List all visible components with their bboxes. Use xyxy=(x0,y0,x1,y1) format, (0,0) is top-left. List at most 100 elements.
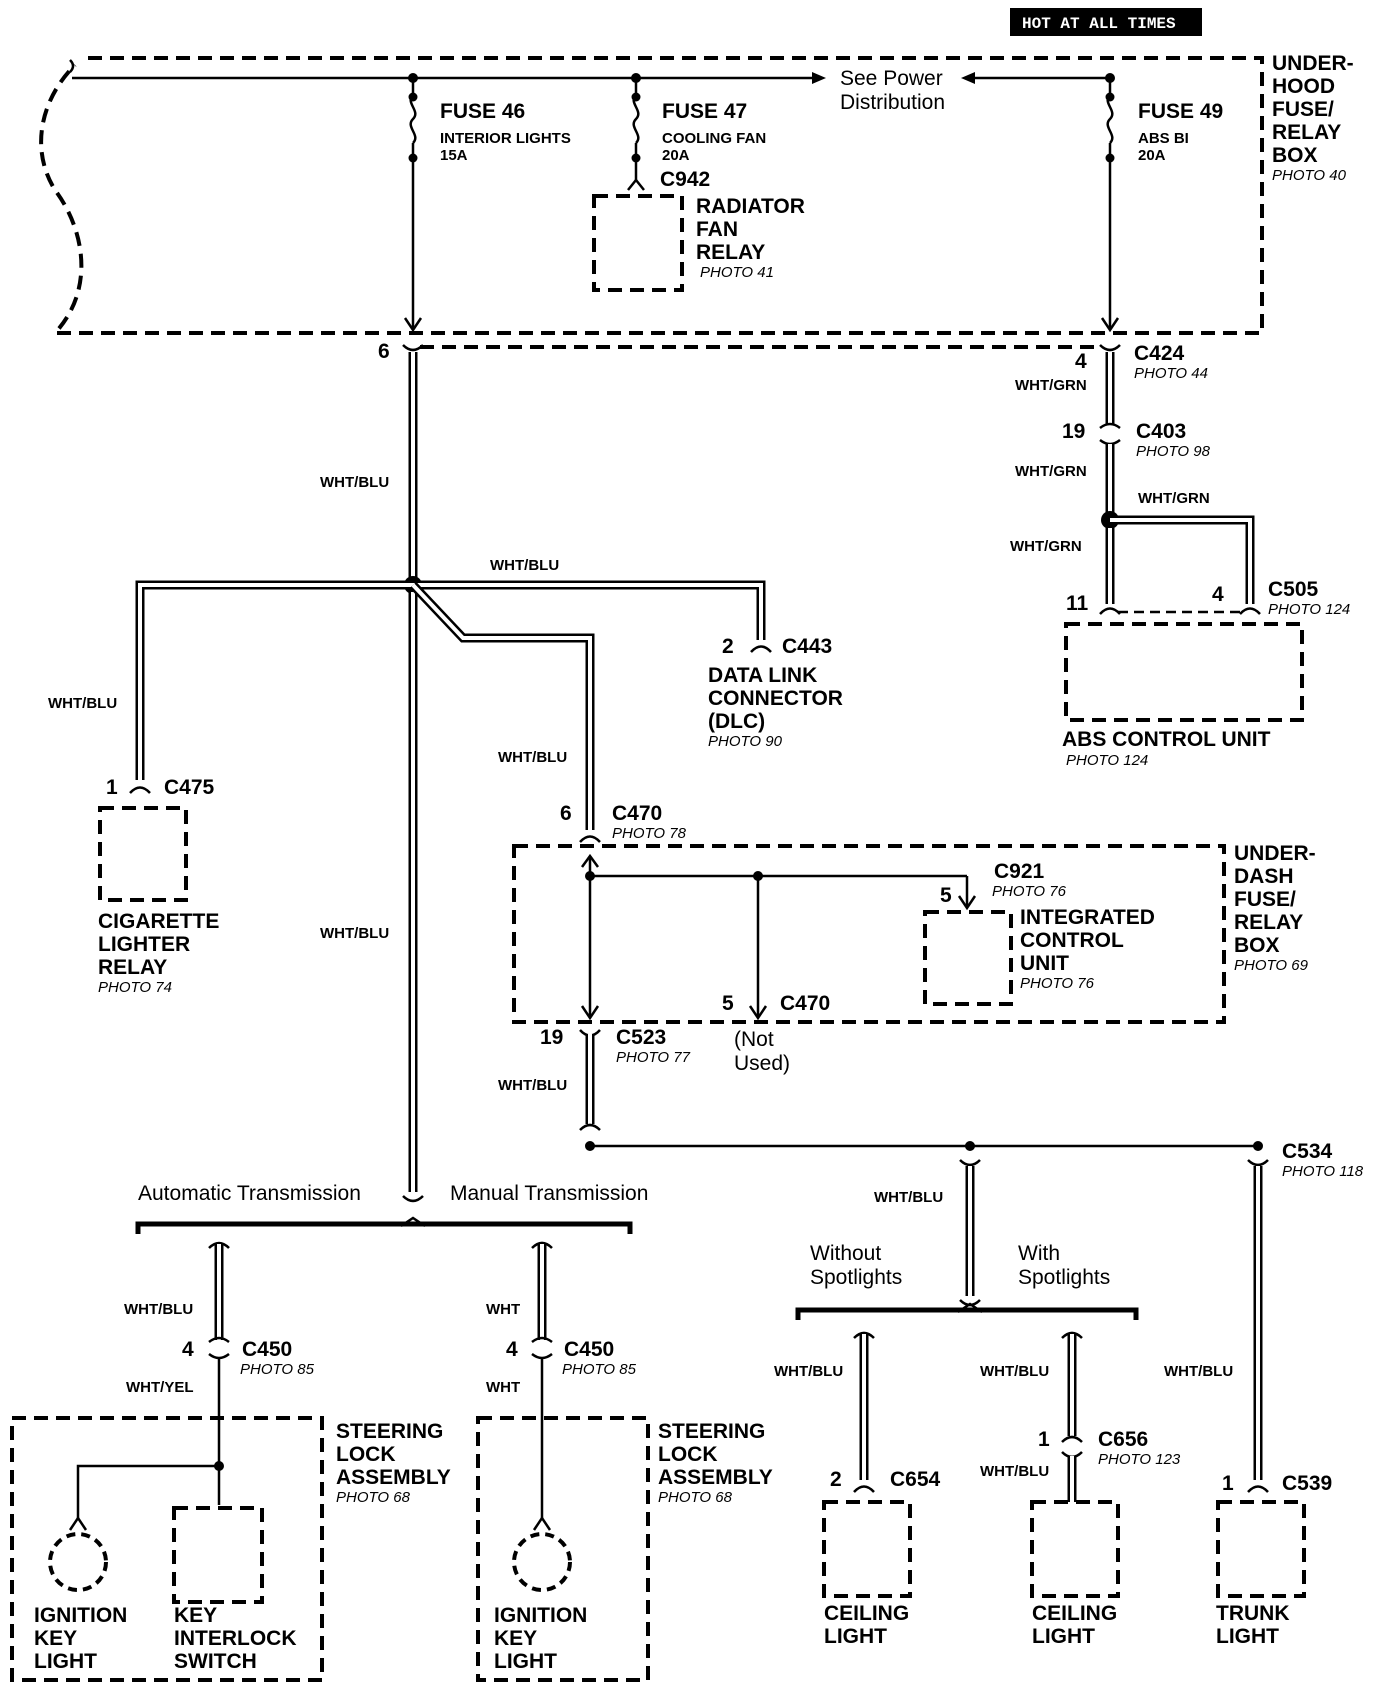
auto-ign-label-1: IGNITION xyxy=(34,1604,127,1627)
trunk-light-harness xyxy=(1247,1159,1269,1493)
auto-c450-pin: 4 xyxy=(182,1338,194,1361)
wire-label-left-2: WHT/BLU xyxy=(320,925,389,942)
power-bus xyxy=(69,59,1115,84)
cigarette-label-1: CIGARETTE xyxy=(98,910,219,933)
trunk-label-1: TRUNK xyxy=(1216,1602,1290,1625)
fuse-47 xyxy=(627,78,645,191)
manual-ign-label-2: KEY xyxy=(494,1627,537,1650)
with-spotlights-1: With xyxy=(1018,1242,1060,1265)
auto-steering-harness xyxy=(68,1241,230,1531)
power-ref-line2: Distribution xyxy=(840,91,945,114)
c656-pin: 1 xyxy=(1038,1428,1050,1451)
switch-label-1: KEY xyxy=(174,1604,217,1627)
c505-photo: PHOTO 124 xyxy=(1268,601,1350,618)
underdash-label-4: RELAY xyxy=(1234,911,1303,934)
radiator-relay-label-2: FAN xyxy=(696,218,738,241)
fuse-47-name: FUSE 47 xyxy=(662,100,747,123)
manual-steering-lock-assembly-box xyxy=(476,1416,650,1682)
c523-label: C523 xyxy=(616,1026,666,1049)
c654-label: C654 xyxy=(890,1468,941,1491)
icu-label-1: INTEGRATED xyxy=(1020,906,1155,929)
harness-to-cigarette xyxy=(129,580,413,794)
auto-box-label-3: ASSEMBLY xyxy=(336,1466,451,1489)
c403-pin: 19 xyxy=(1062,420,1085,443)
without-spotlights-1: Without xyxy=(810,1242,881,1265)
wire-label-underdash-in: WHT/BLU xyxy=(498,749,567,766)
manual-steering-harness xyxy=(531,1241,553,1531)
abs-wire-label-2: WHT/GRN xyxy=(1015,463,1087,480)
ceiling-light-1-box xyxy=(822,1500,912,1598)
ceiling1-label-1: CEILING xyxy=(824,1602,909,1625)
not-used-line1: (Not xyxy=(734,1028,774,1051)
fuse-49 xyxy=(1100,78,1120,333)
icu-label-3: UNIT xyxy=(1020,952,1069,975)
abs-wire-label-4: WHT/GRN xyxy=(1010,538,1082,555)
cigarette-label-3: RELAY xyxy=(98,956,167,979)
radiator-fan-relay-box xyxy=(592,194,684,292)
wire-label-underdash-out: WHT/BLU xyxy=(498,1077,567,1094)
wire-label-left-1: WHT/BLU xyxy=(320,474,389,491)
ceiling-light-1-harness xyxy=(853,1331,875,1493)
fuse-46-desc: INTERIOR LIGHTS xyxy=(440,130,571,147)
key-interlock-switch-box xyxy=(172,1506,264,1604)
abs-unit-label: ABS CONTROL UNIT xyxy=(1062,728,1271,751)
c443-label: C443 xyxy=(782,635,832,658)
c443-pin: 2 xyxy=(722,635,734,658)
auto-c450-label: C450 xyxy=(242,1338,292,1361)
c403-label: C403 xyxy=(1136,420,1186,443)
manual-box-label-3: ASSEMBLY xyxy=(658,1466,773,1489)
harness-to-underdash xyxy=(409,581,601,843)
abs-wire-label-3: WHT/GRN xyxy=(1138,490,1210,507)
auto-ign-label-3: LIGHT xyxy=(34,1650,97,1673)
c654-pin: 2 xyxy=(830,1468,842,1491)
transmission-split xyxy=(135,1216,633,1234)
auto-box-photo: PHOTO 68 xyxy=(336,1489,411,1506)
hot-at-all-times-label: HOT AT ALL TIMES xyxy=(1022,15,1176,33)
c470-top-photo: PHOTO 78 xyxy=(612,825,687,842)
cigarette-photo: PHOTO 74 xyxy=(98,979,172,996)
lights-main-harness xyxy=(795,1159,1139,1320)
ceiling1-label-2: LIGHT xyxy=(824,1625,887,1648)
underhood-fuse-relay-box xyxy=(39,56,1264,335)
manual-wire-label-1: WHT xyxy=(486,1301,520,1318)
fuse-47-amps: 20A xyxy=(662,147,690,164)
main-harness-left xyxy=(402,344,424,1203)
dlc-label-1: DATA LINK xyxy=(708,664,817,687)
c539-pin: 1 xyxy=(1222,1472,1234,1495)
switch-label-3: SWITCH xyxy=(174,1650,257,1673)
ceiling-light-2-harness xyxy=(1061,1331,1083,1502)
underdash-fuse-relay-box xyxy=(512,844,1226,1024)
c470-bottom-pin: 5 xyxy=(722,992,734,1015)
ceiling1-wire-label: WHT/BLU xyxy=(774,1363,843,1380)
c523-harness xyxy=(579,1029,1263,1151)
abs-wire-label-1: WHT/GRN xyxy=(1015,377,1087,394)
c656-photo: PHOTO 123 xyxy=(1098,1451,1181,1468)
c470-top-pin: 6 xyxy=(560,802,572,825)
hot-badge xyxy=(1010,8,1202,36)
underdash-label-2: DASH xyxy=(1234,865,1294,888)
fuse-47-desc: COOLING FAN xyxy=(662,130,766,147)
ceiling2-wire-label-1: WHT/BLU xyxy=(980,1363,1049,1380)
trunk-light-box xyxy=(1216,1500,1306,1598)
fuse-49-name: FUSE 49 xyxy=(1138,100,1223,123)
integrated-control-unit-box xyxy=(923,910,1013,1006)
wire-label-top: WHT/BLU xyxy=(490,557,559,574)
c475-label: C475 xyxy=(164,776,215,799)
underhood-box-label-1: UNDER- xyxy=(1272,52,1354,75)
lights-wire-label: WHT/BLU xyxy=(874,1189,943,1206)
ceiling2-wire-label-2: WHT/BLU xyxy=(980,1463,1049,1480)
wire-label-cigarette: WHT/BLU xyxy=(48,695,117,712)
c424-pin: 4 xyxy=(1075,350,1087,373)
underdash-label-1: UNDER- xyxy=(1234,842,1316,865)
auto-c450-photo: PHOTO 85 xyxy=(240,1361,315,1378)
manual-ignition-key-light-bulb-icon xyxy=(512,1532,572,1592)
auto-box-label-2: LOCK xyxy=(336,1443,396,1466)
ceiling-light-2-box xyxy=(1030,1500,1120,1598)
c470-bottom-label: C470 xyxy=(780,992,830,1015)
c505-label: C505 xyxy=(1268,578,1319,601)
fuse-46 xyxy=(403,78,423,333)
c470-top-label: C470 xyxy=(612,802,662,825)
dlc-photo: PHOTO 90 xyxy=(708,733,783,750)
auto-ign-label-2: KEY xyxy=(34,1627,77,1650)
